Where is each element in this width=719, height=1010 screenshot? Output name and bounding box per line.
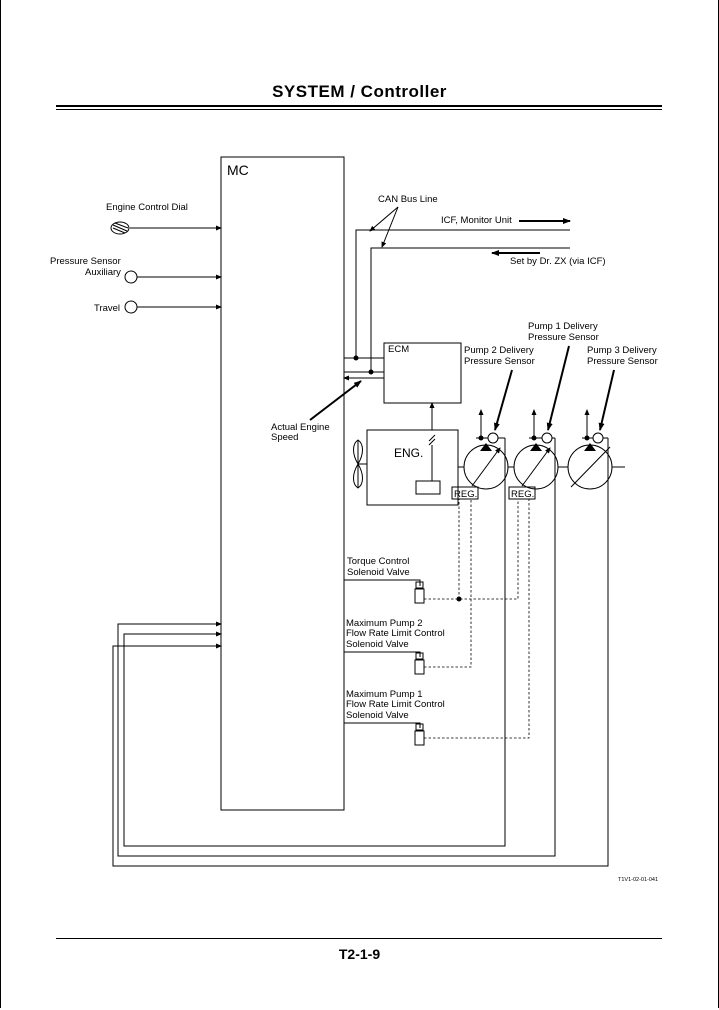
pump3-pressure-sensor-icon bbox=[592, 432, 604, 444]
engine-control-dial-icon bbox=[110, 221, 130, 235]
header-rule-thin bbox=[56, 109, 662, 110]
max1-label-line1: Maximum Pump 1 bbox=[346, 689, 423, 700]
pump2-regulator bbox=[451, 486, 479, 500]
pressure-sensor-label-line1: Pressure Sensor bbox=[50, 256, 121, 267]
torque-label-line2: Solenoid Valve bbox=[347, 567, 410, 578]
max2-pilot-line bbox=[424, 499, 472, 668]
engine-label: ENG. bbox=[394, 446, 423, 460]
pump2-sensor-arrow bbox=[494, 369, 513, 431]
pump1-pressure-sensor-icon bbox=[541, 432, 553, 444]
pump2-sensor-label-line2: Pressure Sensor bbox=[464, 356, 535, 367]
pump3-sensor-arrow bbox=[598, 369, 615, 431]
engine-box bbox=[366, 429, 459, 506]
mc-label: MC bbox=[227, 162, 249, 178]
can-arrow-2 bbox=[381, 206, 399, 248]
mc-box bbox=[220, 156, 345, 811]
footer-rule bbox=[56, 938, 662, 939]
torque-pilot-junction bbox=[456, 596, 462, 602]
max2-signal-line bbox=[344, 651, 421, 657]
pump-2 bbox=[463, 443, 509, 490]
icf-monitor-label: ICF, Monitor Unit bbox=[441, 215, 512, 226]
torque-signal-line bbox=[344, 579, 421, 586]
engine-control-dial-label: Engine Control Dial bbox=[106, 202, 188, 213]
actual-engine-speed-arrow bbox=[309, 380, 362, 421]
pump2-junction bbox=[478, 435, 484, 441]
actual-engine-speed-label-line1: Actual Engine bbox=[271, 422, 330, 433]
pump3-feedback-line bbox=[112, 438, 609, 867]
pump2-pressure-sensor-icon bbox=[487, 432, 499, 444]
pump3-junction bbox=[584, 435, 590, 441]
aux-pressure-sensor-icon bbox=[124, 270, 138, 284]
ecm-box bbox=[383, 342, 462, 404]
pump1-sensor-arrow bbox=[546, 345, 570, 431]
max1-signal-line bbox=[344, 722, 421, 728]
pump2-feedback-line bbox=[123, 438, 506, 847]
pump1-sensor-label-line1: Pump 1 Delivery bbox=[528, 321, 598, 332]
pump1-sensor-label-line2: Pressure Sensor bbox=[528, 332, 599, 343]
can-arrow-1 bbox=[369, 206, 399, 232]
max2-label-line3: Solenoid Valve bbox=[346, 639, 409, 650]
pump-1 bbox=[513, 443, 559, 490]
ecm-signal-tick-1 bbox=[428, 434, 436, 442]
fan-icon bbox=[353, 439, 367, 489]
pressure-sensor-label-line2: Auxiliary bbox=[85, 267, 121, 278]
pump1-feedback-line bbox=[117, 438, 556, 857]
figure-code: T1V1-02-01-041 bbox=[618, 877, 658, 883]
set-by-dr-label: Set by Dr. ZX (via ICF) bbox=[510, 256, 606, 267]
max2-label-line2: Flow Rate Limit Control bbox=[346, 628, 445, 639]
ecm-label: ECM bbox=[388, 344, 409, 355]
pump3-sensor-label-line2: Pressure Sensor bbox=[587, 356, 658, 367]
header-rule-thick bbox=[56, 105, 662, 107]
can-line-upper bbox=[355, 229, 570, 358]
can-junction-2 bbox=[368, 369, 374, 375]
travel-sensor-icon bbox=[124, 300, 138, 314]
max1-label-line3: Solenoid Valve bbox=[346, 710, 409, 721]
torque-label-line1: Torque Control bbox=[347, 556, 409, 567]
max1-pilot-line bbox=[424, 499, 530, 739]
can-bus-label: CAN Bus Line bbox=[378, 194, 438, 205]
can-line-lower bbox=[370, 247, 570, 372]
pump-3 bbox=[567, 443, 613, 490]
max2-label-line1: Maximum Pump 2 bbox=[346, 618, 423, 629]
pump2-sensor-label-line1: Pump 2 Delivery bbox=[464, 345, 534, 356]
pump1-junction bbox=[531, 435, 537, 441]
page-title: SYSTEM / Controller bbox=[272, 82, 447, 101]
pump1-regulator bbox=[508, 486, 536, 500]
ecm-signal-tick-2 bbox=[428, 438, 436, 446]
engine-speed-sensor bbox=[415, 480, 441, 495]
actual-engine-speed-label-line2: Speed bbox=[271, 432, 298, 443]
torque-solenoid-valve bbox=[414, 581, 425, 604]
travel-label: Travel bbox=[94, 303, 120, 314]
max1-label-line2: Flow Rate Limit Control bbox=[346, 699, 445, 710]
can-junction-1 bbox=[353, 355, 359, 361]
pump3-sensor-label-line1: Pump 3 Delivery bbox=[587, 345, 657, 356]
pump2-reg-label: REG. bbox=[454, 489, 477, 500]
pump1-reg-label: REG. bbox=[511, 489, 534, 500]
page-number: T2-1-9 bbox=[338, 946, 381, 962]
